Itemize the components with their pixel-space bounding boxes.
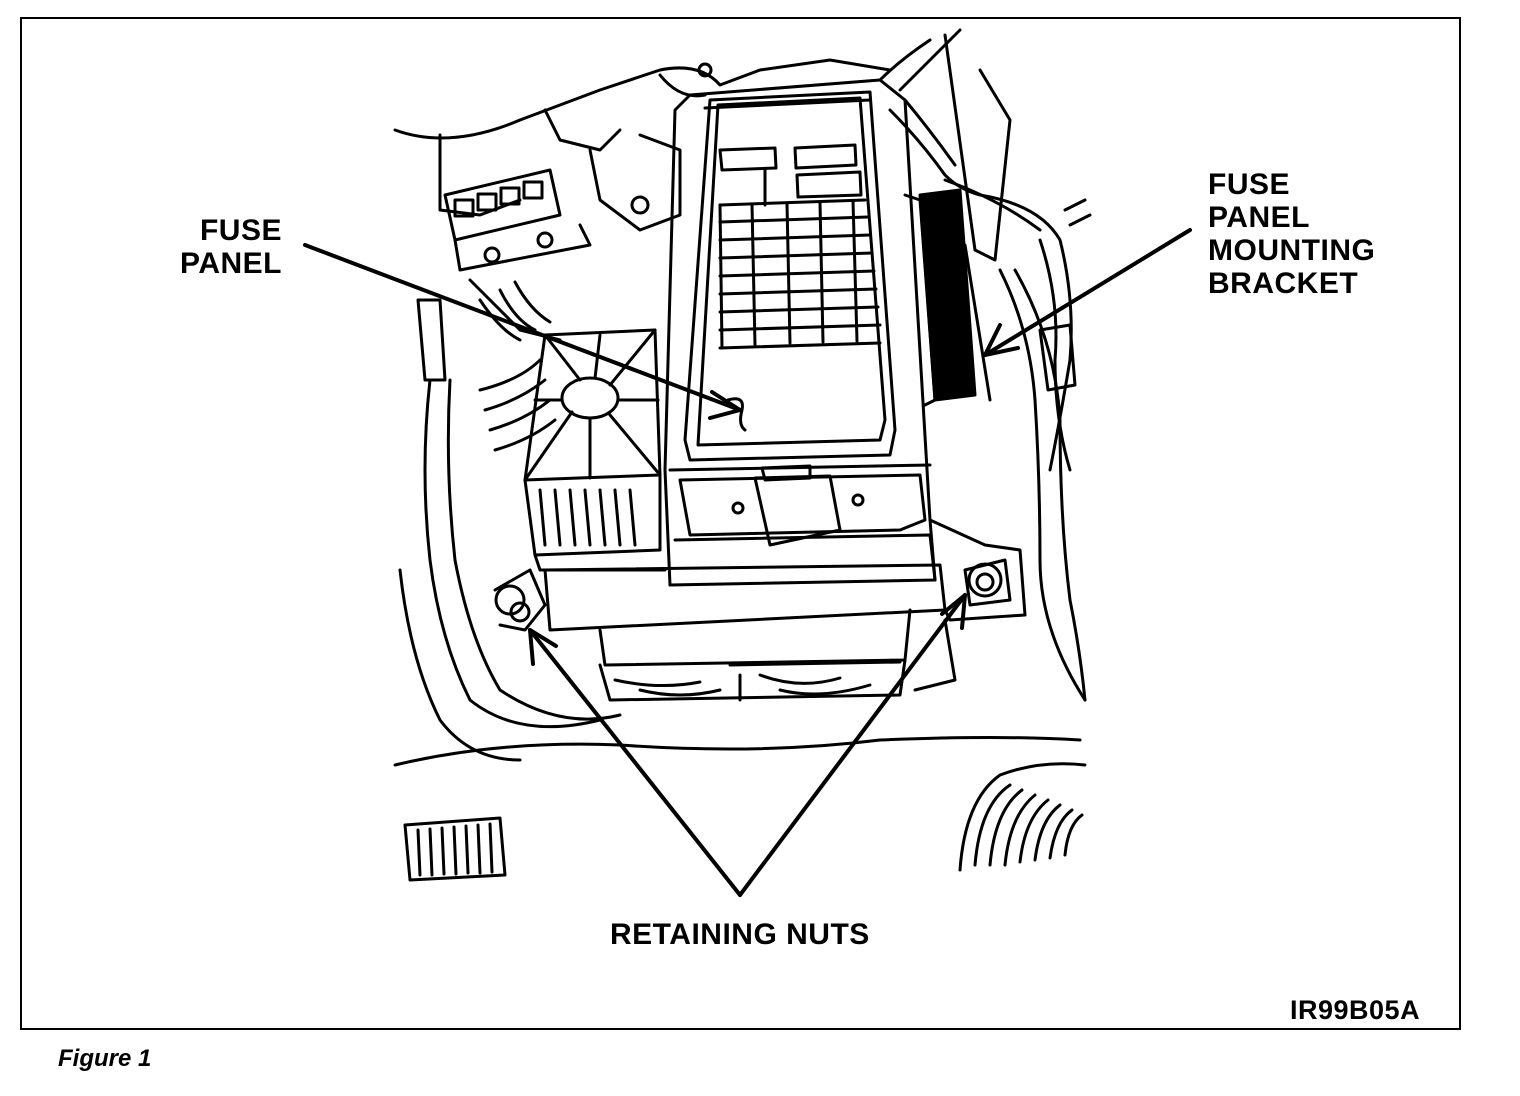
fuse-panel-leader <box>303 243 742 412</box>
fuse-panel <box>543 78 947 702</box>
bracket-label-line-4: BRACKET <box>1208 267 1359 300</box>
bracket-leader <box>983 228 1192 357</box>
bracket-arrowhead <box>983 323 1020 357</box>
nut-left-leader <box>528 628 742 897</box>
mounting-bracket-label: FUSE PANEL MOUNTING BRACKET <box>1208 168 1408 300</box>
leader-arrows <box>303 228 1192 897</box>
nut-right-leader <box>738 593 967 897</box>
junction-box <box>523 328 667 572</box>
figure-frame <box>20 17 1461 1030</box>
floor-area <box>393 736 1087 882</box>
retaining-nuts-label: RETAINING NUTS <box>610 918 870 951</box>
fuse-panel-label-line-2: PANEL <box>180 247 282 280</box>
figure-caption: Figure 1 <box>58 1045 152 1072</box>
retaining-nut-left <box>493 568 547 632</box>
mounting-bracket <box>903 188 1027 692</box>
fuse-panel-label-line-1: FUSE <box>199 214 282 247</box>
image-code: IR99B05A <box>1290 995 1421 1025</box>
bracket-label-line-3: MOUNTING <box>1208 234 1376 267</box>
nut-left-arrowhead <box>528 628 558 666</box>
fuse-panel-label: FUSE PANEL <box>174 214 282 280</box>
left-wiring-harness <box>398 278 622 762</box>
multi-pin-connector <box>443 168 592 272</box>
bracket-label-line-1: FUSE <box>1208 168 1291 201</box>
retaining-nut-right <box>963 558 1012 607</box>
nut-right-arrowhead <box>940 593 967 630</box>
bracket-label-line-2: PANEL <box>1208 201 1310 234</box>
fuse-panel-arrowhead <box>708 390 742 420</box>
right-wiring-harness <box>878 28 1092 702</box>
